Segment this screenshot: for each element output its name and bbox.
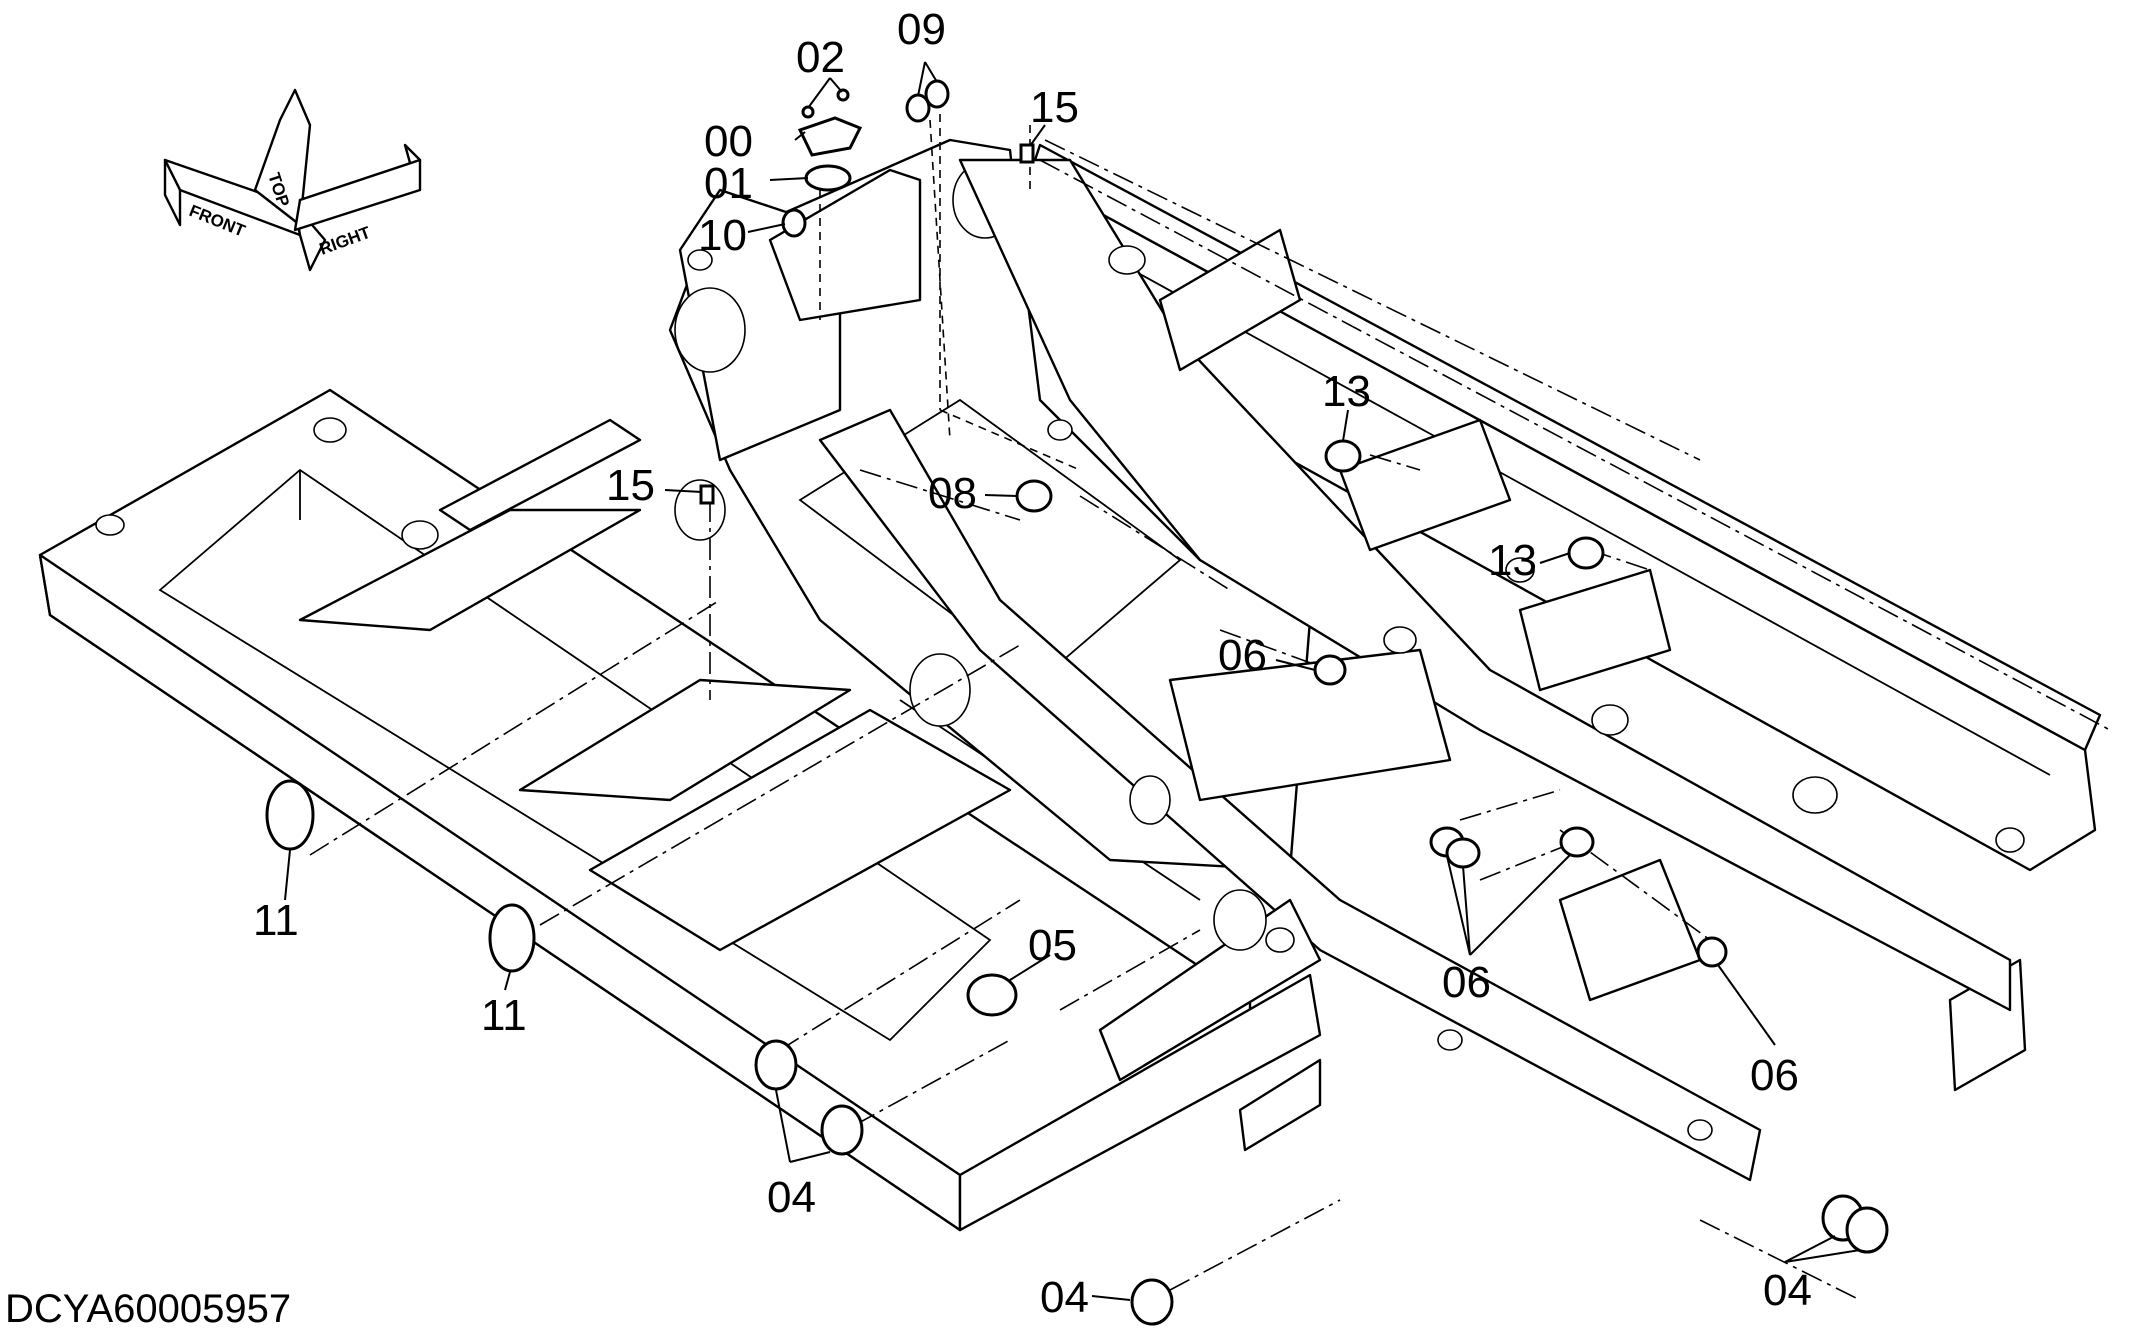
- bolt-02b: [836, 88, 850, 102]
- callout-08: 08: [928, 469, 977, 518]
- callout-04-bottom: 04: [1040, 1273, 1089, 1322]
- document-id: DCYA60005957: [5, 1287, 291, 1331]
- o-ring-01: [804, 164, 852, 192]
- bushing-08: [1015, 479, 1053, 513]
- cover-plate-00: [797, 116, 863, 157]
- callout-06-right: 06: [1750, 1051, 1799, 1100]
- seal-06e: [1696, 936, 1728, 968]
- leader-lines: [284, 61, 1861, 1301]
- callout-11-mid: 11: [481, 991, 527, 1040]
- seal-05: [966, 973, 1018, 1017]
- seal-06a: [1313, 654, 1347, 686]
- ring-11a: [265, 779, 315, 851]
- callout-15-left: 15: [606, 461, 655, 510]
- callout-06-center: 06: [1218, 631, 1267, 680]
- callout-06-group: 06: [1442, 958, 1491, 1007]
- callout-13-lower: 13: [1488, 536, 1537, 585]
- seal-04c: [1130, 1278, 1174, 1326]
- callout-02: 02: [796, 33, 845, 82]
- callout-15-top: 15: [1030, 83, 1079, 132]
- bolt-02a: [801, 105, 815, 119]
- seal-04e: [1845, 1206, 1889, 1254]
- callout-00: 00: [704, 117, 753, 166]
- seal-13a: [1324, 439, 1362, 473]
- seal-06d: [1559, 826, 1595, 858]
- callout-10: 10: [698, 211, 747, 260]
- callout-04-right: 04: [1763, 1266, 1812, 1315]
- seal-06c: [1445, 837, 1481, 869]
- callout-01: 01: [704, 159, 753, 208]
- orientation-arrow-icon: FRONT TOP RIGHT: [163, 88, 422, 272]
- seal-04a: [754, 1039, 798, 1091]
- callout-11-left: 11: [253, 896, 299, 945]
- ring-11b: [488, 903, 536, 973]
- arrow-right-label: RIGHT: [317, 223, 374, 259]
- callout-04-left: 04: [767, 1173, 816, 1222]
- pin-15b: [699, 484, 715, 505]
- seal-13b: [1567, 536, 1605, 570]
- callout-05: 05: [1028, 921, 1077, 970]
- seal-04b: [820, 1104, 864, 1156]
- callout-13-upper: 13: [1322, 367, 1371, 416]
- pin-15a: [1019, 143, 1035, 164]
- callout-labels: 00 01 02 09 10 15 15 13 13 08 06 06 06 1…: [253, 5, 1812, 1322]
- main-frame: [38, 138, 2102, 1232]
- washer-10: [781, 208, 807, 238]
- callout-09: 09: [897, 5, 946, 54]
- bushing-09b: [924, 79, 950, 109]
